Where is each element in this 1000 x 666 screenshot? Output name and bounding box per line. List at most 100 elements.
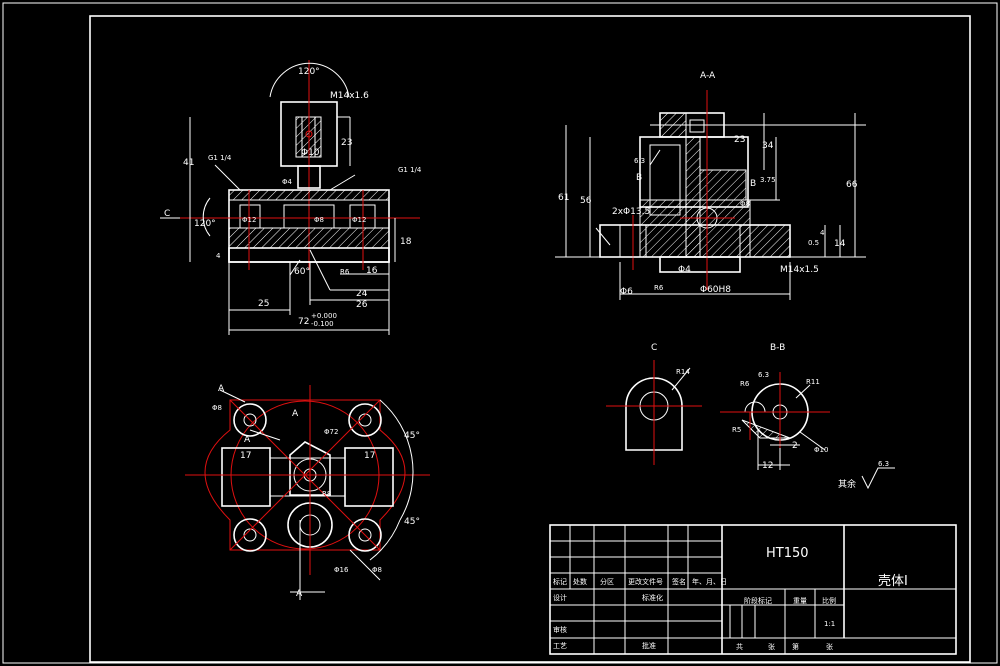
- aa-phi13: 2xΦ13.5: [612, 207, 650, 217]
- bb-ra: 6.3: [758, 371, 769, 379]
- page-unit: 张: [826, 642, 833, 651]
- main-dim-18: 18: [400, 237, 412, 247]
- main-phi12-right: Φ12: [352, 216, 366, 224]
- h-doc: 更改文件号: [628, 577, 663, 586]
- aa-phi60: Φ60H8: [700, 285, 731, 295]
- design-label: 设计: [553, 593, 567, 602]
- material: HT150: [766, 546, 809, 561]
- process-label: 工艺: [553, 642, 567, 650]
- bb-r11: R11: [806, 378, 820, 386]
- main-dia-top: Φ10: [301, 148, 320, 158]
- main-r6: R6: [340, 268, 350, 276]
- main-pipe-left: G1 1/4: [208, 154, 232, 162]
- section-aa: [555, 90, 866, 300]
- c-title: C: [651, 343, 657, 353]
- top-angle-45-top: 45°: [404, 431, 420, 441]
- main-pipe-right: G1 1/4: [398, 166, 422, 174]
- main-c-label: C: [164, 209, 170, 219]
- aa-phi4: Φ4: [678, 265, 691, 275]
- main-phi8: Φ8: [314, 216, 324, 224]
- top-dim-17-left: 17: [240, 451, 251, 461]
- main-dim-phi4: Φ4: [282, 178, 293, 186]
- main-dim-41: 41: [183, 158, 194, 168]
- main-view: [160, 60, 420, 335]
- main-dim-16: 16: [366, 266, 378, 276]
- stage-label: 阶段标记: [744, 596, 772, 605]
- rest-label: 其余: [838, 478, 856, 490]
- h-count: 处数: [573, 577, 587, 586]
- bb-r5: R5: [732, 426, 741, 434]
- main-tol-lower: -0.100: [311, 320, 334, 328]
- aa-dim-14: 14: [834, 239, 846, 249]
- bb-dim-2: 2: [792, 441, 798, 451]
- main-angle-60: 60°: [294, 267, 310, 277]
- h-date: 年、月、日: [692, 577, 727, 586]
- aa-dim-66: 66: [846, 180, 858, 190]
- top-phi8-bottom: Φ8: [372, 566, 382, 574]
- top-a4: A: [296, 589, 303, 599]
- aa-r6: R6: [654, 284, 664, 292]
- main-dim-4: 4: [216, 252, 221, 260]
- aa-dim-56: 56: [580, 196, 592, 206]
- aa-dim-3-75: 3.75: [760, 176, 776, 184]
- part-name: 壳体I: [878, 574, 908, 589]
- aa-phi8: Φ8: [740, 200, 750, 208]
- aa-thread: M14x1.5: [780, 265, 819, 275]
- main-dim-25: 25: [258, 299, 269, 309]
- main-angle-top: 120°: [298, 67, 320, 77]
- top-phi72: Φ72: [324, 428, 338, 436]
- aa-title: A-A: [700, 71, 716, 81]
- rest-ra: 6.3: [878, 460, 889, 468]
- main-dim-24: 24: [356, 289, 368, 299]
- top-view: [185, 385, 430, 600]
- review-label: 审核: [553, 625, 567, 634]
- section-bb: [720, 372, 830, 470]
- total-label: 共: [736, 642, 743, 651]
- aa-b-top: B: [636, 173, 642, 183]
- standard-label: 标准化: [642, 593, 663, 602]
- view-c: [606, 360, 702, 465]
- bb-r6: R6: [740, 380, 750, 388]
- main-dim-23: 23: [341, 138, 352, 148]
- top-angle-45-bottom: 45°: [404, 517, 420, 527]
- main-thread-top: M14x1.6: [330, 91, 369, 101]
- sheet-unit: 张: [768, 642, 775, 651]
- bb-title: B-B: [770, 343, 785, 353]
- weight-label: 重量: [793, 597, 807, 605]
- aa-b-bottom: B: [750, 179, 756, 189]
- h-zone: 分区: [600, 577, 614, 586]
- scale-value: 1:1: [824, 620, 835, 628]
- top-a1: A: [218, 384, 225, 394]
- scale-label: 比例: [822, 596, 836, 605]
- top-dim-17-right: 17: [364, 451, 375, 461]
- top-a3: A: [292, 409, 299, 419]
- aa-dim-34: 34: [762, 141, 774, 151]
- main-dim-26: 26: [356, 300, 368, 310]
- top-a2: A: [244, 435, 251, 445]
- inner-frame: [89, 15, 971, 663]
- main-tol-upper: +0.000: [311, 312, 337, 320]
- roughness-symbol: [861, 467, 895, 490]
- aa-dim-4: 4: [820, 229, 825, 237]
- h-sign: 签名: [672, 577, 686, 586]
- bb-phi10: Φ10: [814, 446, 828, 454]
- top-r8: R8: [322, 490, 331, 498]
- top-phi16: Φ16: [334, 566, 349, 574]
- top-phi8-left: Φ8: [212, 404, 222, 412]
- title-block: [549, 524, 957, 655]
- aa-dim-61: 61: [558, 193, 569, 203]
- c-r14: R14: [676, 368, 690, 376]
- main-angle-left: 120°: [194, 219, 216, 229]
- main-dim-72: 72: [298, 317, 309, 327]
- h-mark: 标记: [553, 577, 567, 586]
- aa-dim-0-5: 0.5: [808, 239, 819, 247]
- approve-label: 批准: [642, 641, 656, 650]
- main-phi12-left: Φ12: [242, 216, 256, 224]
- aa-dim-23: 23: [734, 135, 745, 145]
- aa-phi6: Φ6: [620, 287, 633, 297]
- aa-ra: 6.3: [634, 157, 645, 165]
- bb-dim-12: 12: [762, 461, 773, 471]
- page-label: 第: [792, 642, 799, 651]
